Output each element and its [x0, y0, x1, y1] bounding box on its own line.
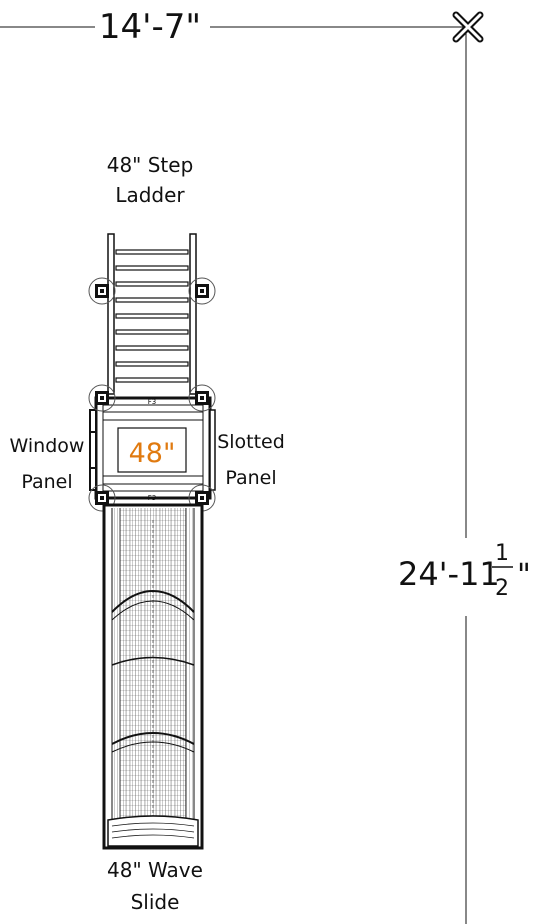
step-ladder [107, 233, 197, 395]
height-dimension-label: 24'-11 [398, 555, 500, 593]
width-dimension: 14'-7" [0, 7, 466, 47]
wave-slide [102, 503, 204, 850]
slide-label-line2: Slide [130, 890, 180, 914]
slotted-panel-label-line1: Slotted [217, 431, 285, 453]
slotted-panel-label: Slotted Panel [208, 424, 294, 496]
height-dimension: 24'-11 1 2 " [398, 27, 531, 924]
ladder-label-line1: 48" Step [106, 153, 194, 177]
width-dimension-label: 14'-7" [99, 7, 201, 47]
close-x-icon[interactable] [452, 11, 484, 43]
height-dimension-frac-num: 1 [495, 541, 509, 566]
post-bracket-icon [88, 277, 116, 305]
tower-deck: 48" F3 F3 [89, 396, 216, 502]
height-dimension-inch: " [517, 558, 531, 593]
window-panel-label: Window Panel [2, 428, 92, 500]
post-bracket-icon [188, 384, 216, 412]
post-bracket-icon [88, 384, 116, 412]
slotted-panel-label-line2: Panel [225, 467, 277, 489]
post-bracket-icon [188, 277, 216, 305]
deck-height-label: 48" [129, 438, 176, 469]
post-bracket-icon [88, 484, 116, 512]
slide-label: 48" Wave Slide [80, 854, 230, 918]
slide-label-line1: 48" Wave [107, 858, 203, 882]
height-dimension-frac-den: 2 [495, 576, 509, 601]
ladder-label: 48" Step Ladder [80, 150, 220, 210]
deck-tag-top: F3 [148, 398, 156, 406]
window-panel-label-line2: Panel [21, 471, 73, 493]
window-panel-label-line1: Window [9, 435, 85, 457]
ladder-label-line2: Ladder [115, 183, 185, 207]
deck-tag-bottom: F3 [148, 494, 156, 502]
